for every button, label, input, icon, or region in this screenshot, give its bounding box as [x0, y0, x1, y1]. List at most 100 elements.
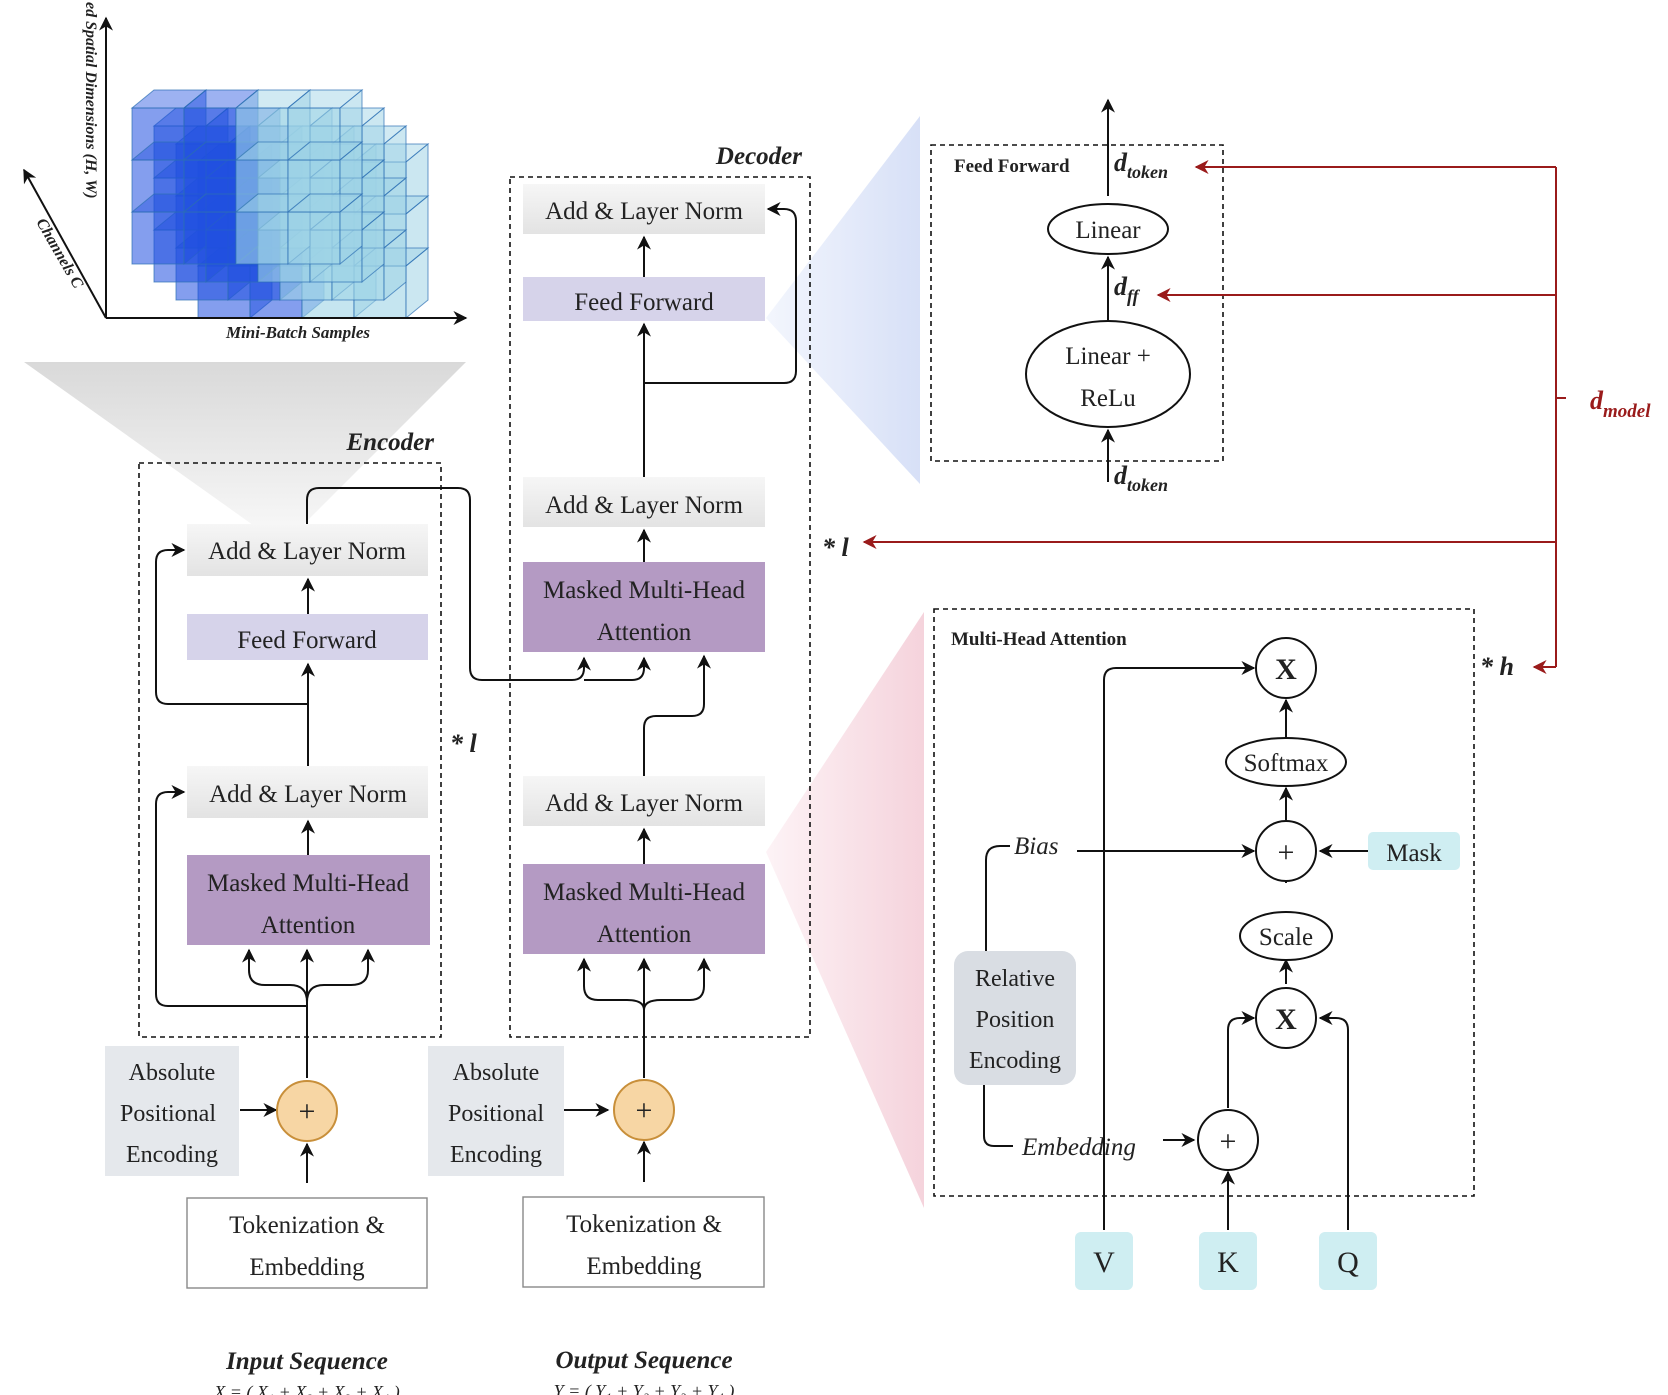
tensor-cube-face: [183, 211, 237, 265]
zoom-funnel-blue: [766, 116, 920, 484]
encoder-feed-forward: [187, 614, 428, 660]
encoder-title: Encoder: [346, 429, 435, 456]
encoder-pos-line2: Positional: [120, 1101, 216, 1127]
mha-scale-node: [1239, 911, 1333, 961]
decoder-add-norm-top-label: Add & Layer Norm: [545, 198, 743, 225]
encoder-tok-line1: Tokenization &: [229, 1212, 385, 1239]
decoder-add-circle: [613, 1079, 675, 1141]
decoder-repeat-label: * l: [822, 533, 850, 562]
axis-channels-label: Channels C: [33, 216, 87, 292]
mha-rpe-line2: Position: [976, 1007, 1055, 1033]
ff-linear-relu-line1: Linear +: [1065, 343, 1151, 370]
decoder-feed-forward: [523, 277, 765, 321]
decoder-frame: [509, 176, 811, 1038]
mha-embedding-add-symbol: +: [1220, 1125, 1237, 1158]
mha-connectors: [983, 661, 1368, 1230]
encoder-add-norm-bottom: [187, 766, 428, 818]
decoder-tok-line1: Tokenization &: [566, 1211, 722, 1238]
decoder: Decoder Add & Layer Norm Feed Forward Ad…: [428, 143, 850, 1395]
mha-v-label: V: [1093, 1246, 1115, 1279]
decoder-tokenization: [522, 1196, 765, 1288]
mha-detail-frame: [933, 608, 1475, 1197]
encoder-positional-encoding: [105, 1046, 239, 1176]
zoom-funnel-gray: [24, 362, 466, 530]
mha-detail: Multi-Head Attention * h X Softmax + Mas…: [933, 608, 1514, 1290]
decoder-attention-line1: Masked Multi-Head: [543, 879, 746, 906]
ff-d-token-in: dtoken: [1114, 461, 1168, 495]
encoder-feed-forward-label: Feed Forward: [237, 627, 377, 654]
ff-linear-relu-line2: ReLu: [1080, 385, 1136, 412]
decoder-tok-line2: Embedding: [586, 1253, 702, 1280]
output-sequence-formula: Y = ( Y₁ + Y₂ + Y₃ + Y₄ ): [554, 1381, 735, 1395]
mha-embedding-label: Embedding: [1021, 1134, 1136, 1161]
input-sequence-title: Input Sequence: [225, 1348, 388, 1375]
decoder-connectors: [564, 202, 797, 1182]
decoder-feed-forward-label: Feed Forward: [574, 289, 714, 316]
axis-spatial-label: ed Spatial Dimensions (H, W): [82, 2, 99, 199]
feed-forward-detail: Feed Forward Linear Linear + ReLu dtoken…: [930, 98, 1224, 495]
mha-v-box: [1075, 1232, 1133, 1290]
mha-matmul-bottom-symbol: X: [1275, 1003, 1297, 1036]
axis-samples-label: Mini-Batch Samples: [225, 323, 370, 342]
tensor-illustration: ed Spatial Dimensions (H, W) Channels C …: [23, 2, 468, 342]
decoder-cross-attention: [523, 562, 765, 652]
d-model-connectors: dmodel: [862, 160, 1651, 674]
encoder-attention-line1: Masked Multi-Head: [207, 870, 410, 897]
tensor-cube-side: [383, 228, 407, 302]
mha-mask-label: Mask: [1386, 840, 1442, 867]
output-sequence-title: Output Sequence: [555, 1347, 732, 1374]
tensor-cube-side: [405, 246, 429, 320]
ff-linear-label: Linear: [1075, 217, 1141, 244]
mha-softmax-node: [1225, 737, 1347, 787]
decoder-add-norm-top: [523, 184, 765, 234]
decoder-attention-line2: Attention: [597, 921, 692, 948]
encoder-repeat-label: * l: [450, 729, 478, 758]
decoder-cross-attention-line1: Masked Multi-Head: [543, 577, 746, 604]
encoder-add-circle-symbol: +: [299, 1095, 316, 1128]
decoder-add-norm-mid: [523, 477, 765, 527]
tensor-cube-side: [339, 192, 363, 266]
tensor-cube-side: [361, 210, 385, 284]
mha-embedding-add: [1197, 1109, 1259, 1171]
mha-rpe-line3: Encoding: [969, 1048, 1061, 1074]
tensor-cubes: [130, 88, 430, 320]
encoder-add-norm-bottom-label: Add & Layer Norm: [209, 781, 407, 808]
decoder-pos-line3: Encoding: [450, 1142, 542, 1168]
decoder-cross-attention-line2: Attention: [597, 619, 692, 646]
ff-linear-relu-node: [1025, 320, 1191, 428]
mha-relative-position-encoding: [954, 951, 1076, 1085]
input-sequence-formula: X = ( X₁ + X₂ + X₃ + X₄ ): [213, 1382, 400, 1395]
encoder-connectors: [155, 487, 651, 1183]
axis-channels: [23, 168, 107, 319]
mha-detail-title: Multi-Head Attention: [951, 629, 1127, 650]
zoom-funnel-pink: [766, 612, 924, 1208]
tensor-cube-face: [131, 211, 185, 265]
mha-q-label: Q: [1337, 1246, 1359, 1279]
ff-d-ff: dff: [1114, 272, 1141, 306]
encoder: Encoder Add & Layer Norm Feed Forward Ad…: [105, 429, 651, 1395]
encoder-pos-line3: Encoding: [126, 1142, 218, 1168]
mha-mask-box: [1368, 832, 1460, 870]
mha-matmul-top: [1255, 637, 1317, 699]
mha-q-box: [1319, 1232, 1377, 1290]
encoder-attention: [187, 855, 430, 945]
encoder-add-norm-top: [187, 524, 428, 576]
mha-repeat-label: * h: [1480, 652, 1514, 681]
mha-bias-add: [1255, 820, 1317, 882]
mha-k-box: [1199, 1232, 1257, 1290]
mha-rpe-line1: Relative: [975, 966, 1055, 992]
decoder-attention: [523, 864, 765, 954]
ff-linear-node: [1047, 203, 1169, 255]
decoder-add-norm-bottom-label: Add & Layer Norm: [545, 790, 743, 817]
mha-softmax-label: Softmax: [1244, 750, 1329, 777]
encoder-pos-line1: Absolute: [129, 1060, 216, 1086]
encoder-frame: [138, 462, 442, 1038]
d-model-label: dmodel: [1590, 386, 1651, 422]
feed-forward-detail-title: Feed Forward: [954, 156, 1070, 177]
decoder-positional-encoding: [428, 1046, 564, 1176]
feed-forward-detail-frame: [930, 144, 1224, 462]
decoder-add-norm-bottom: [523, 776, 765, 826]
decoder-title: Decoder: [715, 143, 802, 170]
encoder-add-circle: [276, 1080, 338, 1142]
